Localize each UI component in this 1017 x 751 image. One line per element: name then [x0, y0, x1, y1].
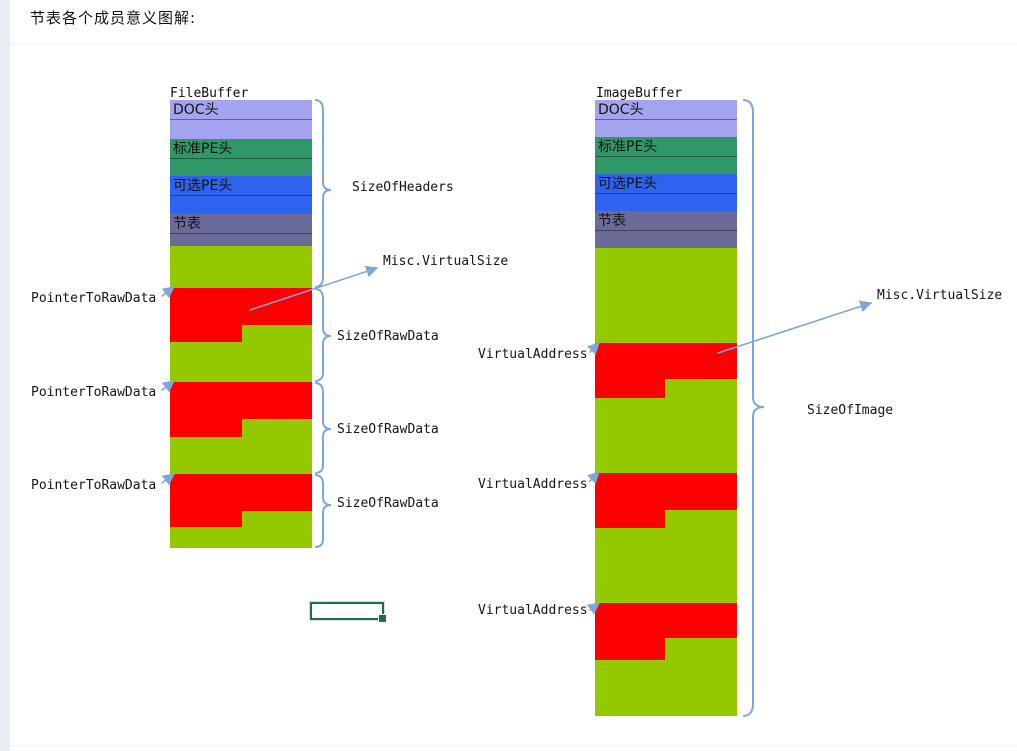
raw-data-block-1 [170, 288, 312, 325]
raw-data-step-1 [170, 325, 312, 342]
section-data-block [170, 437, 312, 474]
size-of-raw-data-label-1: SizeOfRawData [337, 329, 439, 344]
section-memory-block [595, 398, 737, 473]
section-data-block [170, 246, 312, 288]
standard-pe-header-block-label: 标准PE头 [170, 139, 312, 159]
virtual-data-step-3 [595, 638, 737, 660]
virtual-data-step-1 [595, 379, 737, 398]
optional-pe-header-block-label: 可选PE头 [595, 174, 737, 194]
virtual-data-block-1 [595, 343, 737, 379]
virtual-data-step-2 [595, 510, 737, 528]
virtual-address-label-2: VirtualAddress [478, 477, 588, 492]
image-buffer-column: DOC头标准PE头可选PE头节表 [595, 100, 737, 716]
dos-header-block: DOC头 [595, 100, 737, 137]
pointer-to-raw-data-label-2: PointerToRawData [31, 385, 157, 400]
size-of-raw-data-label-3: SizeOfRawData [337, 496, 439, 511]
raw-data-step-2 [170, 419, 312, 437]
page-bottom-edge [10, 745, 1017, 751]
file-buffer-column: DOC头标准PE头可选PE头节表 [170, 100, 312, 548]
size-of-image-label: SizeOfImage [807, 403, 894, 418]
virtual-data-block-3 [595, 603, 737, 638]
section-memory-block [595, 528, 737, 603]
image-buffer-title: ImageBuffer [596, 86, 683, 101]
optional-pe-header-block: 可选PE头 [595, 174, 737, 211]
virtual-address-label-1: VirtualAddress [478, 347, 588, 362]
size-of-raw-data-brace-2 [315, 382, 332, 474]
dos-header-block: DOC头 [170, 100, 312, 139]
size-of-raw-data-brace-1 [315, 288, 332, 382]
standard-pe-header-block-label: 标准PE头 [595, 137, 737, 157]
section-data-block [170, 527, 312, 548]
size-of-raw-data-label-2: SizeOfRawData [337, 422, 439, 437]
size-of-headers-brace [315, 99, 332, 288]
content-divider-line [10, 44, 1017, 45]
standard-pe-header-block: 标准PE头 [170, 139, 312, 176]
misc-virtual-size-label-file: Misc.VirtualSize [383, 254, 509, 269]
dos-header-block-label: DOC头 [595, 100, 737, 120]
size-of-headers-label: SizeOfHeaders [352, 180, 454, 195]
virtual-address-label-3: VirtualAddress [478, 603, 588, 618]
pointer-to-raw-data-label-1: PointerToRawData [31, 291, 157, 306]
dos-header-block-label: DOC头 [170, 100, 312, 120]
excel-selection-artifact [310, 602, 387, 623]
page-title: 节表各个成员意义图解: [30, 9, 197, 27]
section-memory-block [595, 248, 737, 343]
standard-pe-header-block: 标准PE头 [595, 137, 737, 174]
raw-data-block-3 [170, 474, 312, 511]
raw-data-step-3 [170, 511, 312, 527]
optional-pe-header-block: 可选PE头 [170, 176, 312, 214]
section-table-block-label: 节表 [170, 214, 312, 234]
page-left-margin [0, 0, 10, 751]
size-of-raw-data-brace-3 [315, 474, 332, 548]
excel-fill-handle [378, 614, 387, 623]
size-of-image-brace [743, 99, 765, 717]
section-data-block [170, 342, 312, 382]
section-memory-block [595, 660, 737, 716]
file-buffer-title: FileBuffer [170, 86, 249, 101]
raw-data-block-2 [170, 382, 312, 419]
section-table-block: 节表 [595, 211, 737, 248]
section-table-block-label: 节表 [595, 211, 737, 231]
misc-virtual-size-arrow-image [717, 300, 873, 354]
misc-virtual-size-label-image: Misc.VirtualSize [877, 288, 1003, 303]
virtual-data-block-2 [595, 473, 737, 510]
section-table-block: 节表 [170, 214, 312, 246]
optional-pe-header-block-label: 可选PE头 [170, 176, 312, 196]
pointer-to-raw-data-label-3: PointerToRawData [31, 478, 157, 493]
